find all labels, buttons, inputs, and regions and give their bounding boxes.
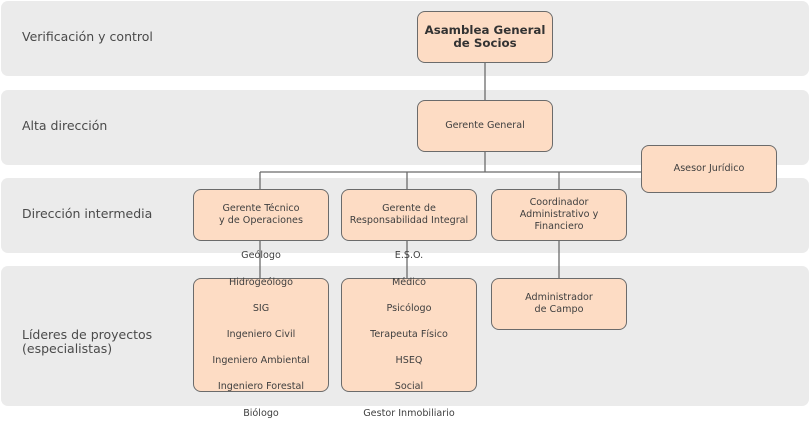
specialist-item: Psicólogo <box>386 302 432 314</box>
specialist-item: Hidrogeólogo <box>229 276 293 288</box>
specialists-responsabilidad-list: E.S.O. Médico Psicólogo Terapeuta Físico… <box>363 237 455 432</box>
node-specialists-tecnico: Geólogo Hidrogeólogo SIG Ingeniero Civil… <box>193 250 329 419</box>
node-administrador-campo: Administrador de Campo <box>491 278 627 330</box>
connector-lines <box>259 63 710 278</box>
node-gerente-responsabilidad: Gerente de Responsabilidad Integral <box>341 189 477 241</box>
level-label-alta-direccion: Alta dirección <box>22 118 108 133</box>
specialist-item: E.S.O. <box>394 250 424 262</box>
node-coordinador: Coordinador Administrativo y Financiero <box>491 189 627 241</box>
specialist-item: SIG <box>252 302 270 314</box>
level-label-lideres: Líderes de proyectos (especialistas) <box>22 327 153 356</box>
specialist-item: Biólogo <box>243 407 279 419</box>
specialist-item: Ingeniero Civil <box>226 328 296 340</box>
specialist-item: HSEQ <box>395 355 423 367</box>
specialists-tecnico-list: Geólogo Hidrogeólogo SIG Ingeniero Civil… <box>212 237 309 432</box>
node-specialists-responsabilidad: E.S.O. Médico Psicólogo Terapeuta Físico… <box>341 250 477 419</box>
specialist-item: Social <box>394 381 424 393</box>
level-band-verificacion <box>1 1 809 76</box>
specialist-item: Médico <box>391 276 427 288</box>
specialist-item: Ingeniero Forestal <box>217 381 305 393</box>
level-label-direccion-intermedia: Dirección intermedia <box>22 206 153 221</box>
node-gerente-general: Gerente General <box>417 100 553 152</box>
node-asesor-juridico: Asesor Jurídico <box>641 145 777 193</box>
specialist-item: Ingeniero Ambiental <box>212 355 310 367</box>
specialist-item: Terapeuta Físico <box>370 328 448 340</box>
level-label-verificacion: Verificación y control <box>22 29 153 44</box>
specialist-item: Gestor Inmobiliario <box>363 407 455 419</box>
node-gerente-tecnico: Gerente Técnico y de Operaciones <box>193 189 329 241</box>
specialist-item: Geólogo <box>241 250 281 262</box>
node-asamblea-general: Asamblea General de Socios <box>417 11 553 63</box>
